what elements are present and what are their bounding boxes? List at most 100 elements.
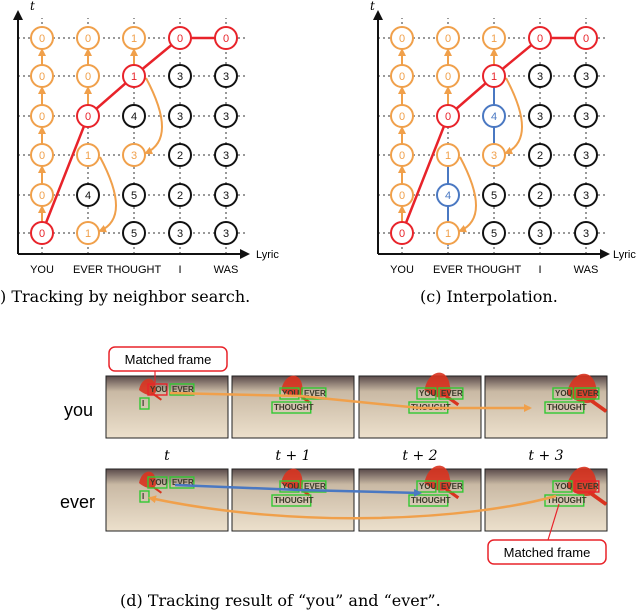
node-thought-3: 4 xyxy=(122,104,146,128)
node-thought-4: 1 xyxy=(482,64,506,88)
node-count: 2 xyxy=(177,190,183,202)
word-label-was: WAS xyxy=(214,264,239,276)
node-count: 5 xyxy=(131,190,137,202)
track-ever-backward xyxy=(148,494,557,520)
node-i-0: 3 xyxy=(528,221,552,245)
axis-x-label: Lyric xyxy=(256,249,279,261)
curved-track-arrow xyxy=(458,156,477,233)
node-count: 3 xyxy=(583,228,589,240)
node-ever-5: 0 xyxy=(76,26,100,50)
callout-matched-frame-top: Matched frame xyxy=(108,346,228,383)
word-label-ever: EVER xyxy=(73,264,103,276)
frame-text: THOUGHT xyxy=(274,403,314,412)
callout-matched-frame-bottom: Matched frame xyxy=(487,503,607,565)
axes xyxy=(13,10,250,259)
node-you-1: 0 xyxy=(30,183,54,207)
caption-b: ) Tracking by neighbor search. xyxy=(0,287,250,306)
node-count: 3 xyxy=(177,228,183,240)
paint-drip xyxy=(150,484,163,494)
node-count: 1 xyxy=(491,71,497,83)
frame-text: EVER xyxy=(577,482,599,491)
paint-splash xyxy=(281,468,303,490)
node-count: 5 xyxy=(491,190,497,202)
node-count: 1 xyxy=(445,228,451,240)
node-count: 0 xyxy=(39,71,45,83)
node-i-5: 0 xyxy=(528,26,552,50)
node-you-3: 0 xyxy=(30,104,54,128)
node-ever-2: 1 xyxy=(436,143,460,167)
node-count: 0 xyxy=(445,111,451,123)
node-ever-3: 0 xyxy=(76,104,100,128)
word-box xyxy=(169,476,195,489)
frame-text: YOU xyxy=(555,482,573,491)
frame-text: EVER xyxy=(304,482,326,491)
word-label-i: I xyxy=(538,264,541,276)
node-ever-1: 4 xyxy=(76,183,100,207)
paint-splash xyxy=(281,375,303,397)
time-label-2: t + 2 xyxy=(402,448,437,464)
node-count: 1 xyxy=(85,150,91,162)
word-label-thought: THOUGHT xyxy=(467,264,522,276)
track-ever-interpolated xyxy=(174,483,422,497)
node-count: 0 xyxy=(39,111,45,123)
node-count: 0 xyxy=(39,33,45,45)
word-box xyxy=(169,383,195,396)
node-count: 0 xyxy=(583,33,589,45)
callout-bottom-text: Matched frame xyxy=(504,545,591,560)
node-count: 1 xyxy=(85,228,91,240)
node-was-2: 3 xyxy=(574,143,598,167)
word-box xyxy=(544,494,585,507)
node-i-3: 3 xyxy=(528,104,552,128)
node-ever-5: 0 xyxy=(436,26,460,50)
node-i-4: 3 xyxy=(528,64,552,88)
word-label-you: YOU xyxy=(390,264,414,276)
axis-x-label: Lyric xyxy=(613,249,636,261)
node-was-2: 3 xyxy=(214,143,238,167)
node-ever-4: 0 xyxy=(436,64,460,88)
word-box xyxy=(574,387,600,400)
word-box xyxy=(279,480,300,493)
node-ever-0: 1 xyxy=(436,221,460,245)
node-count: 0 xyxy=(399,71,405,83)
word-label-you: YOU xyxy=(30,264,54,276)
frame-text: EVER xyxy=(172,385,194,394)
row-label-you: you xyxy=(64,400,93,420)
node-was-0: 3 xyxy=(214,221,238,245)
node-count: 1 xyxy=(131,71,137,83)
node-was-5: 0 xyxy=(214,26,238,50)
node-ever-2: 1 xyxy=(76,143,100,167)
node-you-4: 0 xyxy=(390,64,414,88)
node-count: 3 xyxy=(223,190,229,202)
node-count: 3 xyxy=(131,150,137,162)
axis-y-label: t xyxy=(370,0,375,13)
word-box xyxy=(271,401,312,414)
node-ever-0: 1 xyxy=(76,221,100,245)
frame-text: YOU xyxy=(555,389,573,398)
frame-text: EVER xyxy=(441,389,463,398)
node-count: 0 xyxy=(445,71,451,83)
paint-drip xyxy=(150,391,163,401)
node-i-4: 3 xyxy=(168,64,192,88)
frame-text: EVER xyxy=(441,482,463,491)
word-box xyxy=(301,387,327,400)
node-thought-0: 5 xyxy=(122,221,146,245)
node-you-1: 0 xyxy=(390,183,414,207)
word-box xyxy=(552,480,573,493)
paint-drip xyxy=(587,397,608,413)
node-count: 2 xyxy=(177,150,183,162)
node-count: 0 xyxy=(39,228,45,240)
frame-text: YOU xyxy=(282,389,300,398)
word-box xyxy=(438,387,464,400)
time-label-3: t + 3 xyxy=(528,448,563,464)
node-i-3: 3 xyxy=(168,104,192,128)
node-you-2: 0 xyxy=(30,143,54,167)
track-you xyxy=(169,391,532,412)
node-thought-2: 3 xyxy=(482,143,506,167)
node-count: 3 xyxy=(177,71,183,83)
